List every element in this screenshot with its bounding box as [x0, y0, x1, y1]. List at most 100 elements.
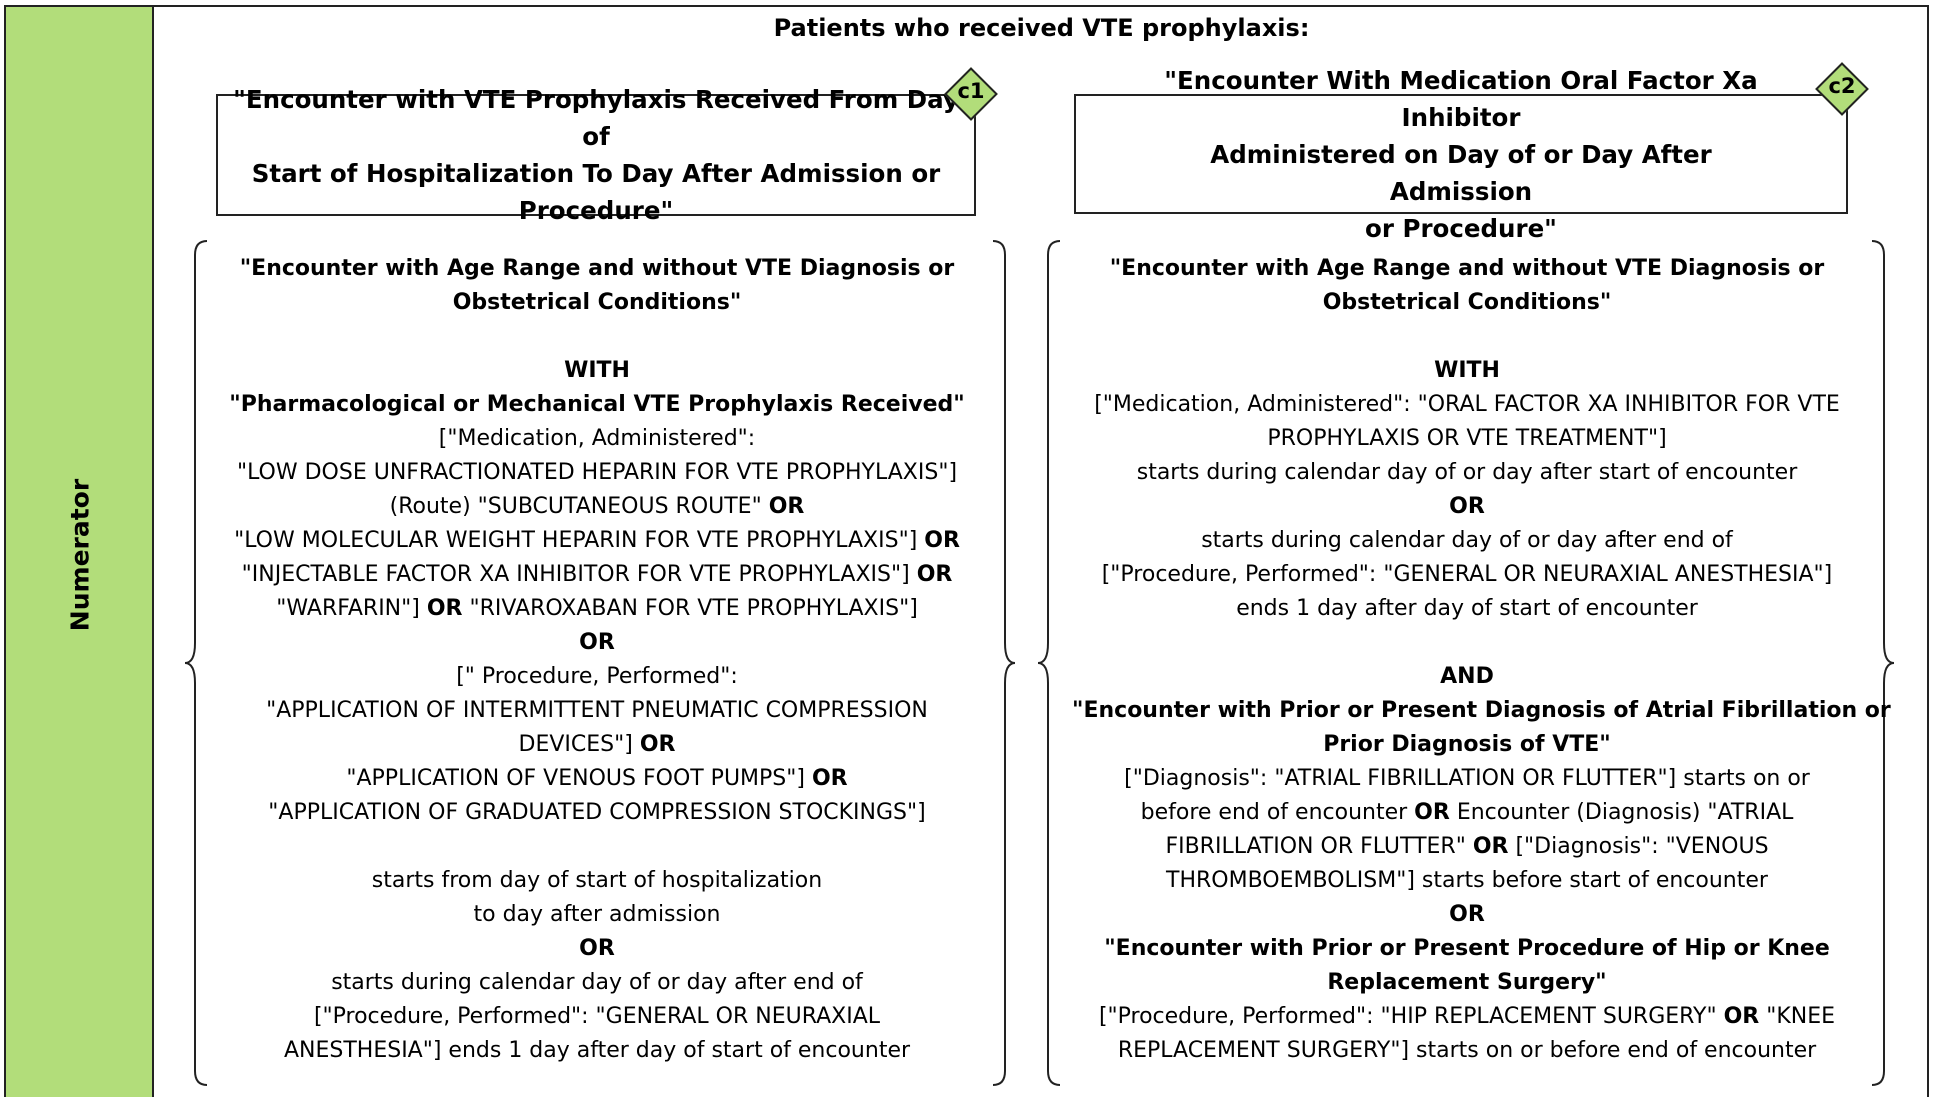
criteria-line: Prior Diagnosis of VTE" [1072, 728, 1862, 762]
component-c1-heading: "Encounter with VTE Prophylaxis Received… [226, 81, 966, 229]
criteria-line: "Encounter with Prior or Present Procedu… [1072, 932, 1862, 966]
criteria-text: "INJECTABLE FACTOR XA INHIBITOR FOR VTE … [241, 562, 917, 587]
criteria-text: "RIVAROXABAN FOR VTE PROPHYLAXIS"] [462, 596, 918, 621]
criteria-text: ends 1 day after day of start of encount… [1236, 596, 1698, 621]
criteria-text: Encounter (Diagnosis) "ATRIAL [1449, 800, 1794, 825]
criteria-text: DEVICES"] [518, 732, 640, 757]
criteria-text: ["Procedure, Performed": "GENERAL OR NEU… [313, 1004, 881, 1029]
component-c1-heading-line: Start of Hospitalization To Day After Ad… [251, 159, 941, 188]
criteria-text: (Route) "SUBCUTANEOUS ROUTE" [389, 494, 769, 519]
criteria-line: before end of encounter OR Encounter (Di… [1072, 796, 1862, 830]
criteria-text: "KNEE [1759, 1004, 1836, 1029]
criteria-line: starts during calendar day of or day aft… [212, 966, 982, 1000]
criteria-line: "Encounter with Prior or Present Diagnos… [1072, 694, 1891, 728]
criteria-line: PROPHYLAXIS OR VTE TREATMENT"] [1072, 422, 1862, 456]
criteria-line: FIBRILLATION OR FLUTTER" OR ["Diagnosis"… [1072, 830, 1862, 864]
criteria-text: ["Medication, Administered": "ORAL FACTO… [1094, 392, 1840, 417]
criteria-text: [" Procedure, Performed": [456, 664, 738, 689]
logic-operator: OR [1449, 902, 1485, 927]
numerator-sidebar: Numerator [6, 7, 154, 1097]
criteria-line: "APPLICATION OF GRADUATED COMPRESSION ST… [212, 796, 982, 830]
criteria-line: "Pharmacological or Mechanical VTE Proph… [212, 388, 982, 422]
criteria-line: WITH [212, 354, 982, 388]
left-curly-brace [185, 240, 208, 1086]
criteria-line: OR [1072, 898, 1862, 932]
c2-badge-label: c2 [1828, 74, 1856, 98]
criteria-line: "INJECTABLE FACTOR XA INHIBITOR FOR VTE … [212, 558, 982, 592]
criteria-line: THROMBOEMBOLISM"] starts before start of… [1072, 864, 1862, 898]
criteria-text: FIBRILLATION OR FLUTTER" [1165, 834, 1473, 859]
logic-operator: AND [1440, 664, 1494, 689]
criteria-text: Obstetrical Conditions" [1322, 290, 1612, 315]
criteria-text: "APPLICATION OF VENOUS FOOT PUMPS"] [346, 766, 812, 791]
criteria-line: "LOW MOLECULAR WEIGHT HEPARIN FOR VTE PR… [212, 524, 982, 558]
criteria-line: Obstetrical Conditions" [1072, 286, 1862, 320]
criteria-line: ["Diagnosis": "ATRIAL FIBRILLATION OR FL… [1072, 762, 1862, 796]
criteria-line: (Route) "SUBCUTANEOUS ROUTE" OR [212, 490, 982, 524]
logic-operator: OR [579, 630, 615, 655]
line-spacer [1072, 626, 1862, 660]
component-c1-heading-line: Procedure" [518, 196, 674, 225]
logic-operator: OR [916, 562, 953, 587]
criteria-line: Replacement Surgery" [1072, 966, 1862, 1000]
criteria-line: starts from day of start of hospitalizat… [212, 864, 982, 898]
criteria-text: "LOW MOLECULAR WEIGHT HEPARIN FOR VTE PR… [234, 528, 925, 553]
component-c2-heading-box: "Encounter With Medication Oral Factor X… [1074, 66, 1848, 243]
component-c2-heading-line: or Procedure" [1365, 213, 1557, 243]
logic-operator: OR [811, 766, 848, 791]
criteria-line: DEVICES"] OR [212, 728, 982, 762]
criteria-line: "APPLICATION OF INTERMITTENT PNEUMATIC C… [212, 694, 982, 728]
left-curly-brace [1038, 240, 1061, 1086]
criteria-text: ["Diagnosis": "VENOUS [1508, 834, 1769, 859]
line-spacer [212, 320, 982, 354]
criteria-line: REPLACEMENT SURGERY"] starts on or befor… [1072, 1034, 1862, 1068]
criteria-line: "APPLICATION OF VENOUS FOOT PUMPS"] OR [212, 762, 982, 796]
line-spacer [212, 830, 982, 864]
criteria-text: ANESTHESIA"] ends 1 day after day of sta… [283, 1038, 911, 1063]
criteria-line: ANESTHESIA"] ends 1 day after day of sta… [212, 1034, 982, 1068]
logic-operator: OR [579, 936, 615, 961]
criteria-text: starts during calendar day of or day aft… [331, 970, 863, 995]
logic-operator: OR [1414, 800, 1450, 825]
logic-operator: OR [768, 494, 805, 519]
criteria-line: "WARFARIN"] OR "RIVAROXABAN FOR VTE PROP… [212, 592, 982, 626]
component-c1-heading-line: "Encounter with VTE Prophylaxis Received… [233, 85, 959, 151]
diagram-title: Patients who received VTE prophylaxis: [773, 14, 1310, 42]
criteria-text: "Encounter with Age Range and without VT… [1109, 256, 1825, 281]
criteria-text: starts from day of start of hospitalizat… [371, 868, 823, 893]
criteria-line: ends 1 day after day of start of encount… [1072, 592, 1862, 626]
criteria-line: ["Procedure, Performed": "GENERAL OR NEU… [1072, 558, 1862, 592]
criteria-line: OR [212, 932, 982, 966]
criteria-text: "Encounter with Prior or Present Diagnos… [1072, 698, 1891, 723]
criteria-line: WITH [1072, 354, 1862, 388]
component-c2-heading: "Encounter With Medication Oral Factor X… [1136, 62, 1786, 247]
criteria-line: starts during calendar day of or day aft… [1072, 456, 1862, 490]
criteria-line: ["Procedure, Performed": "HIP REPLACEMEN… [1072, 1000, 1862, 1034]
logic-operator: OR [1723, 1004, 1760, 1029]
criteria-line: ["Medication, Administered": "ORAL FACTO… [1072, 388, 1862, 422]
criteria-text: Replacement Surgery" [1327, 970, 1607, 995]
criteria-line: ["Procedure, Performed": "GENERAL OR NEU… [212, 1000, 982, 1034]
right-curly-brace [992, 240, 1015, 1086]
criteria-text: REPLACEMENT SURGERY"] starts on or befor… [1117, 1038, 1817, 1063]
logic-operator: WITH [564, 358, 630, 383]
criteria-line: [" Procedure, Performed": [212, 660, 982, 694]
criteria-line: OR [1072, 490, 1862, 524]
criteria-text: Prior Diagnosis of VTE" [1323, 732, 1611, 757]
criteria-text: "APPLICATION OF INTERMITTENT PNEUMATIC C… [266, 698, 928, 723]
component-c2-heading-line: Administered on Day of or Day After Admi… [1210, 139, 1712, 206]
criteria-text: starts during calendar day of or day aft… [1136, 460, 1798, 485]
criteria-text: PROPHYLAXIS OR VTE TREATMENT"] [1267, 426, 1667, 451]
numerator-label: Numerator [65, 478, 95, 632]
line-spacer [1072, 320, 1862, 354]
criteria-text: "Encounter with Age Range and without VT… [239, 256, 955, 281]
component-c1-heading-box: "Encounter with VTE Prophylaxis Received… [216, 85, 976, 225]
criteria-text: "APPLICATION OF GRADUATED COMPRESSION ST… [268, 800, 926, 825]
criteria-text: ["Procedure, Performed": "HIP REPLACEMEN… [1098, 1004, 1724, 1029]
component-c1-criteria: "Encounter with Age Range and without VT… [212, 252, 982, 1068]
criteria-line: Obstetrical Conditions" [212, 286, 982, 320]
component-c2-criteria: "Encounter with Age Range and without VT… [1072, 252, 1891, 1068]
criteria-line: "Encounter with Age Range and without VT… [212, 252, 982, 286]
criteria-line: to day after admission [212, 898, 982, 932]
criteria-line: AND [1072, 660, 1862, 694]
